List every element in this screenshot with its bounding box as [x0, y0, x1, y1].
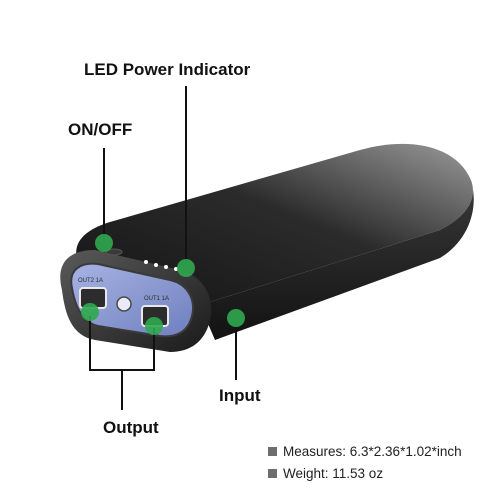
green-dot-icon — [145, 317, 163, 335]
power-bank-side-face — [200, 178, 474, 340]
leader-bracket-output — [89, 316, 155, 410]
spec-text: Weight: 11.53 oz — [283, 466, 384, 481]
green-dot-icon — [177, 259, 195, 277]
output-label: Output — [103, 418, 159, 437]
led-indicator-label: LED Power Indicator — [84, 60, 251, 79]
led-dot — [144, 260, 148, 264]
spec-weight: Weight: 11.53 oz — [268, 466, 383, 481]
port-label-left: OUT2 1A — [78, 278, 103, 284]
power-button — [105, 248, 123, 256]
green-dot-icon — [95, 234, 113, 252]
led-dot — [154, 263, 158, 267]
port-label-right: OUT1 1A — [144, 296, 169, 302]
green-dot-icon — [227, 309, 245, 327]
input-label: Input — [219, 386, 261, 405]
flashlight-lens — [116, 296, 132, 312]
green-dot-icon — [81, 303, 99, 321]
square-bullet-icon — [268, 469, 277, 478]
spec-measures: Measures: 6.3*2.36*1.02*inch — [268, 444, 462, 459]
power-bank-top-face — [76, 143, 473, 305]
on-off-label: ON/OFF — [68, 120, 133, 139]
square-bullet-icon — [268, 447, 277, 456]
spec-text: Measures: 6.3*2.36*1.02*inch — [283, 444, 462, 459]
led-dot — [164, 265, 168, 269]
